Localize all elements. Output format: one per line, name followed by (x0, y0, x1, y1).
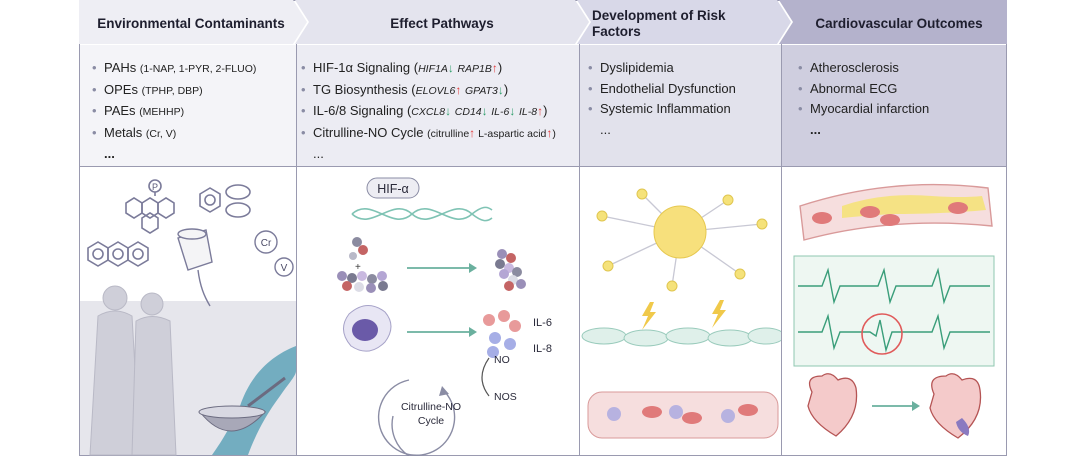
vanadium-icon (274, 257, 294, 277)
panel-title-risk-factors: Development of Risk Factors (592, 8, 726, 39)
cycle-arrow-head (439, 386, 449, 396)
col-divider (781, 44, 782, 456)
outcomes-illustration (793, 183, 995, 439)
molecule-cluster-icon: + (337, 237, 388, 293)
pouring-cup-icon (177, 228, 213, 307)
no-label: NO (494, 354, 510, 366)
lipid-complex-icon (495, 249, 526, 291)
row-divider (79, 166, 1007, 167)
lipid-nodes (596, 188, 768, 292)
dna-helix-icon (351, 206, 493, 222)
infarct-region (956, 418, 970, 436)
risk-factors-illustration (581, 188, 781, 439)
abnormal-ecg-highlight (861, 313, 903, 355)
svg-text:+: + (355, 262, 361, 273)
food-bowl-icon (198, 376, 286, 432)
list-item: Citrulline-NO Cycle (citrulline↑ L-aspar… (301, 123, 579, 145)
people-silhouette-icon (89, 285, 177, 456)
header-bg-3 (577, 0, 791, 44)
chromium-label: Cr (261, 238, 272, 249)
lightning-icon (642, 300, 726, 330)
anthracene-molecule-icon (87, 241, 149, 267)
cycle-arrows-icon (377, 379, 456, 456)
list-item: Endothelial Dysfunction (588, 79, 781, 100)
immune-cell-icon (343, 305, 392, 352)
list-item: Atherosclerosis (798, 58, 1006, 79)
no-bracket (481, 357, 490, 397)
contaminants-list: PAHs (1-NAP, 1-PYR, 2-FLUO) OPEs (TPHP, … (80, 48, 296, 166)
more-ellipsis: ... (810, 121, 821, 137)
header-bg-4 (779, 0, 1007, 44)
list-item: Abnormal ECG (798, 79, 1006, 100)
outcomes-list: Atherosclerosis Abnormal ECG Myocardial … (782, 48, 1006, 166)
pathways-list: HIF-1α Signaling (HIF1A↓ RAP1B↑) TG Bios… (297, 48, 579, 166)
arrow-head-1 (469, 263, 477, 273)
risk-factors-list: Dyslipidemia Endothelial Dysfunction Sys… (580, 48, 781, 166)
more-ellipsis: ... (104, 146, 115, 161)
list-item: TG Biosynthesis (ELOVL6↑ GPAT3↓) (301, 80, 579, 102)
ecg-chart-icon (793, 255, 995, 367)
cycle-label-2: Cycle (418, 415, 444, 427)
tphp-molecule-icon (125, 179, 175, 234)
atherosclerosis-vessel-icon (799, 183, 993, 241)
header-band (79, 0, 1007, 44)
cytokine-icon (483, 310, 521, 358)
list-item: HIF-1α Signaling (HIF1A↓ RAP1B↑) (301, 58, 579, 80)
hif-label: HIF-α (377, 182, 409, 196)
lipoprotein-core-icon (653, 205, 707, 259)
header-bg-1 (79, 0, 307, 44)
list-item: IL-6/8 Signaling (CXCL8↓ CD14↓ IL-6↓ IL-… (301, 101, 579, 123)
endothelial-layer-icon (581, 327, 781, 347)
chromium-icon (254, 230, 278, 254)
cycle-label-1: Citrulline-NO (401, 401, 461, 413)
header-bg-2 (295, 0, 589, 44)
phosphorus-label: P (152, 182, 158, 192)
more-ellipsis: ... (600, 121, 611, 137)
contaminants-illustration: P Cr V (80, 179, 296, 456)
list-item: Systemic Inflammation (588, 99, 781, 120)
arrow-head-3 (912, 401, 920, 411)
arrow-head-2 (469, 327, 477, 337)
heart-icon (807, 373, 982, 439)
pathways-illustration: HIF-α + IL-6 IL-8 (337, 177, 552, 456)
il8-label: IL-8 (533, 343, 552, 355)
panel-title-contaminants: Environmental Contaminants (97, 16, 285, 31)
panel-title-outcomes: Cardiovascular Outcomes (815, 16, 983, 31)
il6-label: IL-6 (533, 317, 552, 329)
hif-badge (366, 177, 420, 199)
list-item: Metals (Cr, V) (92, 123, 296, 145)
nos-label: NOS (494, 391, 517, 403)
col-divider (296, 44, 297, 456)
more-ellipsis: ... (313, 146, 324, 161)
list-item: PAEs (MEHHP) (92, 101, 296, 123)
panel-title-pathways: Effect Pathways (390, 16, 494, 31)
list-item: PAHs (1-NAP, 1-PYR, 2-FLUO) (92, 58, 296, 80)
list-item: Myocardial infarction (798, 99, 1006, 120)
vanadium-label: V (281, 263, 288, 274)
col-divider (579, 44, 580, 456)
inflamed-vessel-icon (587, 391, 779, 439)
list-item: OPEs (TPHP, DBP) (92, 80, 296, 102)
list-item: Dyslipidemia (588, 58, 781, 79)
fluorene-molecule-icon (199, 184, 251, 218)
